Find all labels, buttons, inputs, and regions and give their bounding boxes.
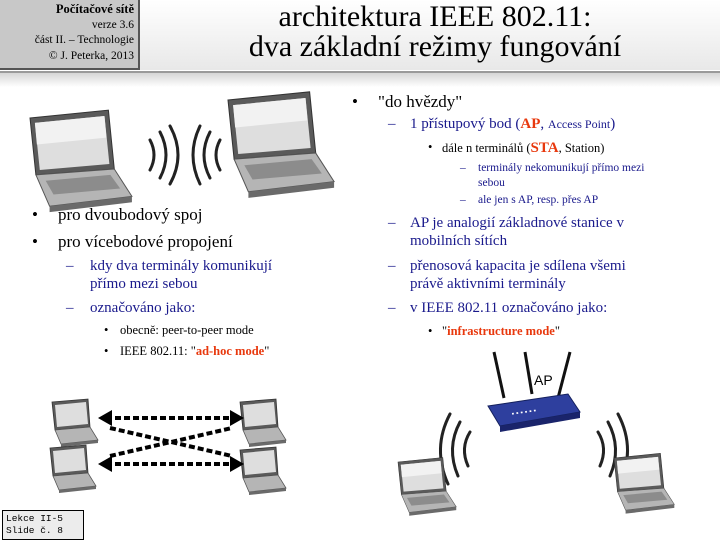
slide-title: architektura IEEE 802.11: dva základní r… (150, 2, 720, 62)
bullet-marker: • (104, 344, 109, 358)
dash-marker: – (66, 258, 74, 274)
adhoc-laptop-1-icon (51, 398, 99, 448)
station-laptop-left-icon (397, 457, 457, 517)
bullet-marker: • (104, 323, 109, 337)
station-laptop-right-icon (613, 453, 675, 514)
left-bullet-2: pro vícebodové propojení (58, 232, 233, 251)
course-info-box: Počítačové sítě verze 3.6 část II. – Tec… (0, 0, 140, 70)
right-sub-1: 1 přístupový bod (AP, Access Point) (410, 116, 616, 132)
dash-marker: – (66, 300, 74, 316)
adhoc-mode-highlight: ad-hoc mode (195, 344, 265, 358)
header-shadow (0, 73, 720, 87)
right-sub-2a: AP je analogií základnové stanice v (410, 215, 624, 231)
access-point-icon: ▪ ▪ ▪ ▪ ▪ ▪ (487, 351, 581, 432)
dash-marker: – (388, 258, 396, 274)
adhoc-laptop-4-icon (239, 446, 287, 496)
right-sub-3a: přenosová kapacita je sdílena všemi (410, 258, 626, 274)
laptop-left-icon (29, 109, 133, 213)
ap-label: AP (534, 372, 553, 388)
slide-header: Počítačové sítě verze 3.6 část II. – Tec… (0, 0, 720, 87)
ap-highlight: AP (520, 116, 541, 132)
dash-marker: – (388, 300, 396, 316)
infrastructure-mode-highlight: infrastructure mode (447, 324, 555, 338)
left-bullet-1: pro dvoubodový spoj (58, 205, 203, 224)
bullet-marker: • (428, 324, 433, 338)
bullet-marker: • (428, 140, 433, 154)
right-tertiary-2: "infrastructure mode" (442, 324, 560, 338)
signal-waves-icon (148, 124, 222, 186)
right-tertiary-1: dále n terminálů (STA, Station) (442, 140, 605, 156)
left-sub-2: označováno jako: (90, 300, 196, 316)
right-quaternary-2: ale jen s AP, resp. přes AP (478, 194, 599, 206)
adhoc-links-icon (106, 416, 236, 466)
right-sub-2b: mobilních sítích (410, 233, 508, 249)
right-bullet-1: "do hvězdy" (378, 92, 463, 111)
left-tertiary-1: obecně: peer-to-peer mode (120, 323, 254, 337)
slide-number: Slide č. 8 (6, 525, 64, 536)
dash-marker: – (460, 194, 466, 206)
header-divider (0, 71, 720, 73)
title-line-2: dva základní režimy fungování (248, 30, 622, 63)
bullet-marker: • (352, 92, 358, 111)
right-quaternary-1a: terminály nekomunikují přímo mezi (478, 162, 645, 174)
adhoc-laptop-3-icon (239, 398, 287, 448)
ap-signal-waves-icon (438, 412, 630, 486)
lecture-label: Lekce II-5 (6, 513, 64, 524)
right-quaternary-1b: sebou (478, 177, 505, 189)
svg-text:▪ ▪ ▪ ▪ ▪ ▪: ▪ ▪ ▪ ▪ ▪ ▪ (511, 408, 537, 418)
dash-marker: – (388, 215, 396, 231)
left-tertiary-2: IEEE 802.11: "ad-hoc mode" (120, 344, 270, 358)
title-line-1: architektura IEEE 802.11: (278, 0, 592, 33)
adhoc-arrowheads-icon (98, 410, 244, 472)
slide-footer: Lekce II-5 Slide č. 8 (2, 510, 84, 540)
laptop-right-icon (227, 91, 335, 199)
adhoc-laptop-2-icon (49, 444, 97, 494)
sta-highlight: STA (530, 140, 559, 156)
left-sub-1b: přímo mezi sebou (90, 276, 198, 292)
dash-marker: – (460, 162, 466, 174)
dash-marker: – (388, 116, 396, 132)
left-sub-1a: kdy dva terminály komunikují (90, 258, 273, 274)
right-sub-4: v IEEE 802.11 označováno jako: (410, 300, 608, 316)
course-version: verze 3.6 (91, 18, 134, 31)
course-part: část II. – Technologie (34, 34, 134, 46)
bullet-marker: • (32, 232, 38, 251)
course-name: Počítačové sítě (55, 2, 134, 16)
right-sub-3b: právě aktivními terminály (410, 276, 566, 292)
course-author: © J. Peterka, 2013 (48, 49, 134, 62)
bullet-marker: • (32, 205, 38, 224)
